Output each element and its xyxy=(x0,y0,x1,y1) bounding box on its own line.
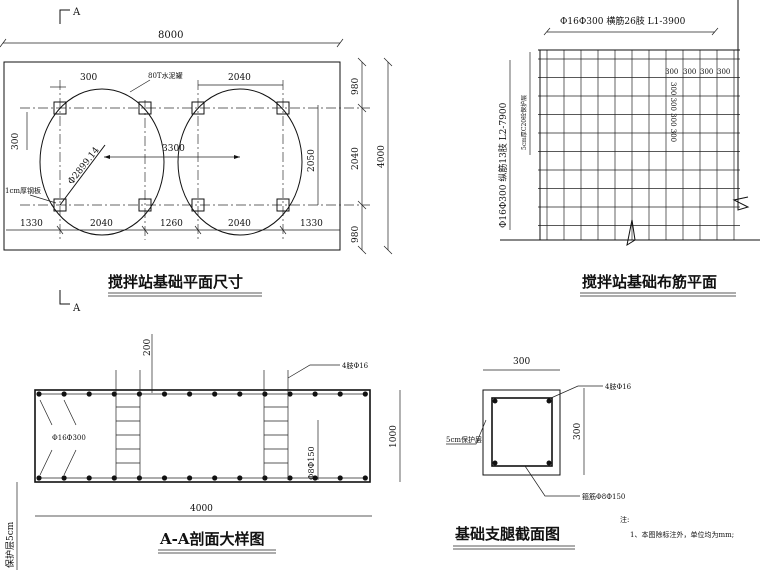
rebar-dot xyxy=(362,475,368,481)
note-item: 1、本图除标注外，单位均为mm; xyxy=(630,530,734,539)
section-cover-label: 保护层5cm xyxy=(4,521,16,568)
section-mark-bottom-label: A xyxy=(72,303,81,314)
section-length: 4000 xyxy=(190,504,213,514)
tie-bars xyxy=(39,399,77,476)
rebar-dot xyxy=(212,475,218,481)
section-bar-label: 4肢Φ16 xyxy=(342,361,369,370)
cement-tank-left xyxy=(39,88,165,236)
dim-overall-length: 8000 xyxy=(158,30,183,41)
notes-heading: 注: xyxy=(620,515,629,524)
cement-tank-right xyxy=(177,88,303,236)
spacing-h-2: 300 xyxy=(683,68,696,76)
section-mark-label: A xyxy=(72,7,81,18)
section-outline xyxy=(34,389,371,483)
section-aa-title: A-A剖面大样图 xyxy=(159,530,265,548)
column-stirrups-left xyxy=(115,370,141,480)
rebar-dot xyxy=(61,475,67,481)
cover-label: 5cm厚C20砼保护层 xyxy=(520,95,528,150)
foundation-plan: A 8000 300 2040 80T水泥罐 300 1cm厚钢板 xyxy=(0,7,393,314)
rebar-dot xyxy=(187,391,193,397)
steel-plate-label: 1cm厚钢板 xyxy=(5,186,41,195)
stirrup-label: Φ8Ф150 xyxy=(307,446,316,480)
rebar-dot xyxy=(86,475,92,481)
rebar-dot xyxy=(86,391,92,397)
section-height: 1000 xyxy=(389,425,399,448)
dim-bottom-3: 1260 xyxy=(160,219,183,229)
dim-right-1: 980 xyxy=(351,78,361,95)
dim-top-spacing: 2040 xyxy=(228,73,251,83)
dim-right-2: 2040 xyxy=(351,147,361,170)
rebar-dot xyxy=(36,475,42,481)
rebar-dot xyxy=(111,391,117,397)
dim-bottom-4: 2040 xyxy=(228,219,251,229)
rebar-dot xyxy=(212,391,218,397)
transverse-bar-label: Φ16Ф300 横筋26肢 L1-3900 xyxy=(560,15,686,27)
center-distance: 3300 xyxy=(162,144,185,154)
dim-inner-height: 2050 xyxy=(307,149,317,172)
rebar-dot xyxy=(337,475,343,481)
rebar-dot xyxy=(337,391,343,397)
rebar-plan: Φ16Ф300 横筋26肢 L1-3900 Φ16Ф300 纵筋13肢 L2-7… xyxy=(497,0,760,297)
spacing-v: 300 300 300 300 xyxy=(669,82,677,142)
rebar-dot xyxy=(111,475,117,481)
leg-section-title: 基础支腿截面图 xyxy=(454,525,560,543)
dim-200: 200 xyxy=(143,339,153,356)
notes: 注: 1、本图除标注外，单位均为mm; xyxy=(620,515,734,539)
spacing-h-4: 300 xyxy=(717,68,730,76)
rebar-dot xyxy=(136,391,142,397)
leg-cover-label: 5cm保护层 xyxy=(446,435,482,444)
leg-section: 300 300 4肢Φ16 5cm保护层 箍筋Φ8Ф150 基础支腿截面图 xyxy=(446,357,632,550)
foundation-outline xyxy=(3,61,341,251)
spacing-h-3: 300 xyxy=(700,68,713,76)
section-aa: 200 4肢Φ16 Φ16Ф300 Φ8Ф150 1000 4000 保护层5c… xyxy=(4,334,401,570)
dim-col-size-top: 300 xyxy=(80,73,97,83)
dim-bottom-2: 2040 xyxy=(90,219,113,229)
rebar-dot xyxy=(61,391,67,397)
rebar-dot xyxy=(362,391,368,397)
leg-width: 300 xyxy=(513,357,530,367)
rebar-dot xyxy=(237,475,243,481)
rebar-dot xyxy=(161,475,168,481)
rebar-dot xyxy=(287,391,293,397)
longitudinal-bars xyxy=(36,391,368,481)
leg-stirrup-label: 箍筋Φ8Ф150 xyxy=(582,492,625,501)
rebar-dot xyxy=(36,391,42,397)
rebar-dot xyxy=(287,475,293,481)
rebar-dot xyxy=(262,391,268,397)
rebar-dot xyxy=(237,391,243,397)
column-plates xyxy=(53,101,290,212)
rebar-dot xyxy=(187,475,193,481)
rebar-grid xyxy=(538,50,740,240)
leg-height: 300 xyxy=(573,423,583,440)
plan-title: 搅拌站基础平面尺寸 xyxy=(108,273,243,291)
rebar-plan-title: 搅拌站基础布筋平面 xyxy=(582,273,717,291)
leg-bar-label: 4肢Φ16 xyxy=(605,382,632,391)
rebar-dot xyxy=(262,475,268,481)
dim-col-size-left: 300 xyxy=(11,133,21,150)
rebar-dot xyxy=(312,391,318,397)
column-stirrups-right xyxy=(263,370,289,480)
rebar-dot xyxy=(312,475,318,481)
tie-bar-label: Φ16Ф300 xyxy=(52,434,86,442)
dim-bottom-1: 1330 xyxy=(20,219,43,229)
tank-label: 80T水泥罐 xyxy=(148,71,183,80)
rebar-dot xyxy=(161,391,168,397)
tank-diameter: Φ2899.14 xyxy=(66,145,102,187)
dim-bottom-5: 1330 xyxy=(300,219,323,229)
dim-right-3: 980 xyxy=(351,226,361,243)
section-mark-top xyxy=(59,9,70,24)
diameter-leader xyxy=(59,144,106,206)
dim-overall-width: 4000 xyxy=(377,145,387,168)
longitudinal-bar-label: Φ16Ф300 纵筋13肢 L2-7900 xyxy=(497,102,509,228)
spacing-h-1: 300 xyxy=(665,68,678,76)
rebar-dot xyxy=(136,475,142,481)
